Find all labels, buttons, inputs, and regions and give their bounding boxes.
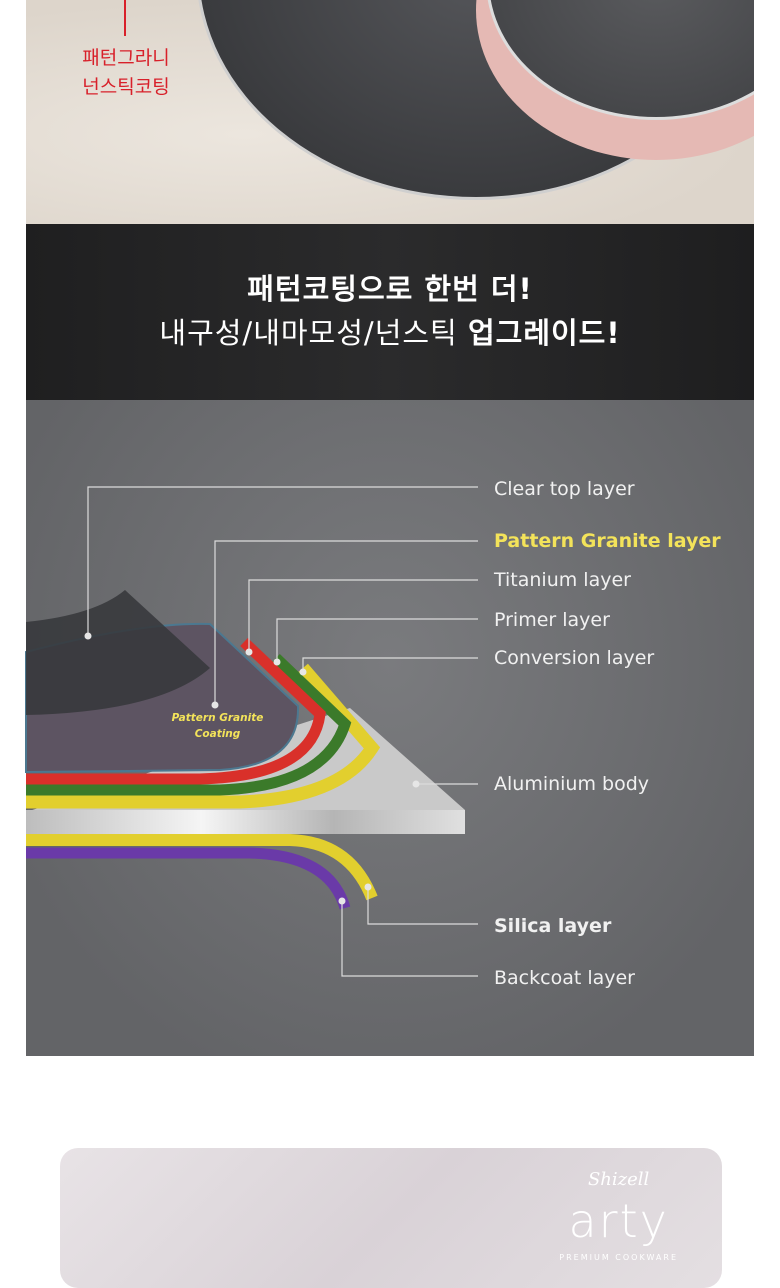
label-clear-top-layer: Clear top layer	[494, 478, 635, 500]
label-backcoat-layer: Backcoat layer	[494, 967, 635, 989]
headline: 패턴코팅으로 한번 더!	[247, 272, 533, 306]
brand-card: Shizell arty PREMIUM COOKWARE	[60, 1148, 722, 1288]
label-aluminium-body: Aluminium body	[494, 773, 650, 795]
label-conversion-layer: Conversion layer	[494, 647, 655, 669]
brand-logo: Shizell arty PREMIUM COOKWARE	[559, 1168, 678, 1264]
backcoat-layer-shape	[26, 847, 351, 910]
label-primer-layer: Primer layer	[494, 609, 610, 631]
aluminium-front-face	[26, 810, 465, 834]
subheadline-regular: 내구성/내마모성/넌스틱	[159, 316, 468, 350]
coating-label-line1: 패턴그라니	[82, 47, 170, 69]
label-pattern-granite-layer: Pattern Granite layer	[494, 530, 721, 552]
primer-layer-shape	[26, 654, 352, 796]
logo-name: arty	[568, 1194, 669, 1248]
label-silica-layer: Silica layer	[494, 915, 612, 937]
inner-label-line2: Coating	[194, 728, 241, 740]
coating-label-line2: 넌스틱코팅	[82, 76, 170, 98]
hero-pan-image: 패턴그라니 넌스틱코팅	[26, 0, 754, 224]
headline-banner: 패턴코팅으로 한번 더! 내구성/내마모성/넌스틱 업그레이드!	[26, 224, 754, 400]
granite-coating-inner-label: Pattern Granite Coating	[155, 710, 280, 742]
titanium-layer-shape	[26, 638, 326, 785]
logo-tagline: PREMIUM COOKWARE	[559, 1253, 678, 1262]
subheadline: 내구성/내마모성/넌스틱 업그레이드!	[26, 314, 754, 352]
conversion-layer-shape	[26, 663, 381, 809]
layer-illustration	[25, 486, 478, 977]
inner-label-line1: Pattern Granite	[171, 712, 264, 724]
logo-brand: Shizell	[587, 1169, 650, 1190]
label-titanium-layer: Titanium layer	[494, 569, 631, 591]
callout-line	[124, 0, 126, 36]
clear-top-layer-shape	[26, 590, 210, 715]
subheadline-bold: 업그레이드!	[467, 316, 621, 350]
coating-label: 패턴그라니 넌스틱코팅	[70, 44, 182, 102]
